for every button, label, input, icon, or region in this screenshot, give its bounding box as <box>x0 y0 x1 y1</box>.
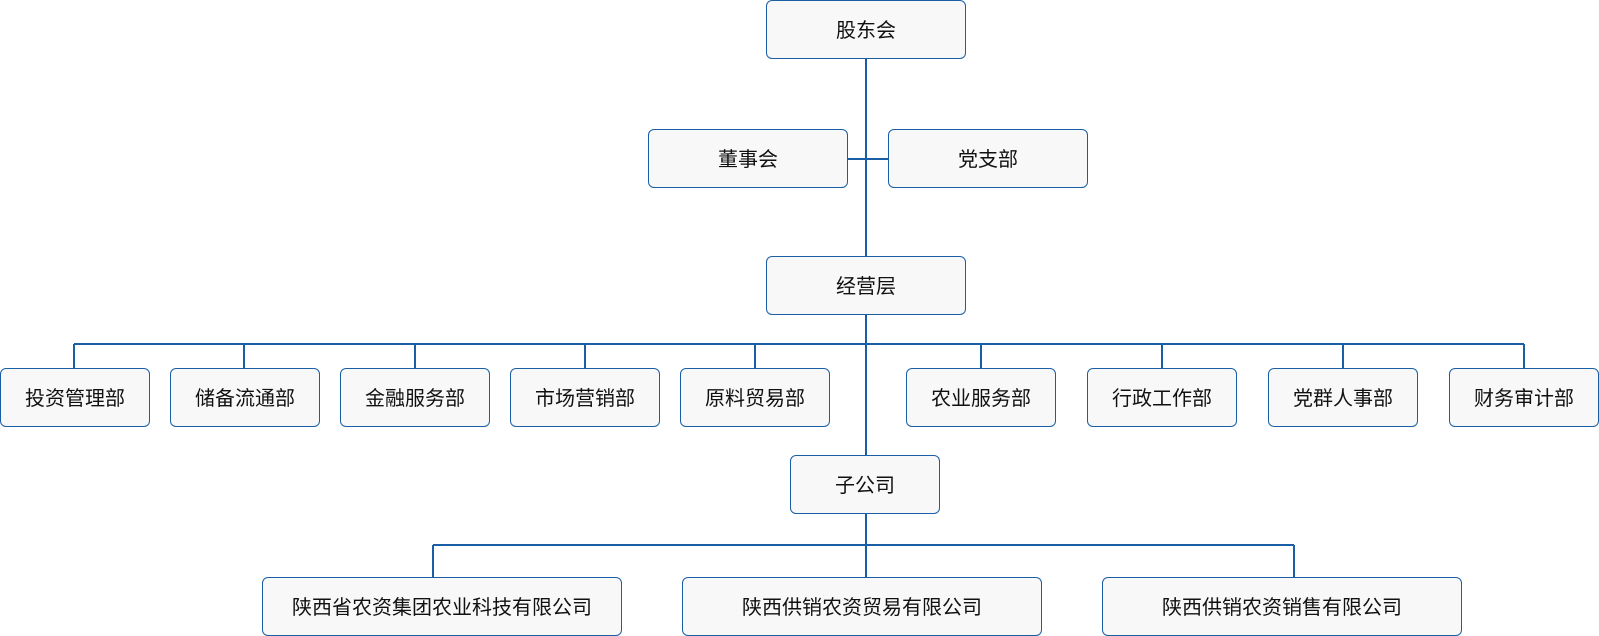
node-label: 董事会 <box>718 146 778 171</box>
node-label: 原料贸易部 <box>705 385 805 410</box>
node-label: 市场营销部 <box>535 385 635 410</box>
node-label: 子公司 <box>835 472 895 497</box>
node-label: 财务审计部 <box>1474 385 1574 410</box>
node-label: 农业服务部 <box>931 385 1031 410</box>
node-company: 陕西省农资集团农业科技有限公司 <box>262 577 622 636</box>
node-department: 储备流通部 <box>170 368 320 427</box>
node-label: 陕西供销农资销售有限公司 <box>1162 594 1402 619</box>
node-shareholders-meeting: 股东会 <box>766 0 966 59</box>
node-company: 陕西供销农资销售有限公司 <box>1102 577 1462 636</box>
node-department: 原料贸易部 <box>680 368 830 427</box>
node-label: 投资管理部 <box>25 385 125 410</box>
node-label: 储备流通部 <box>195 385 295 410</box>
node-label: 金融服务部 <box>365 385 465 410</box>
node-department: 农业服务部 <box>906 368 1056 427</box>
node-management: 经营层 <box>766 256 966 315</box>
node-company: 陕西供销农资贸易有限公司 <box>682 577 1042 636</box>
node-department: 财务审计部 <box>1449 368 1599 427</box>
node-department: 市场营销部 <box>510 368 660 427</box>
node-department: 投资管理部 <box>0 368 150 427</box>
node-board-of-directors: 董事会 <box>648 129 848 188</box>
node-label: 党支部 <box>958 146 1018 171</box>
node-department: 党群人事部 <box>1268 368 1418 427</box>
node-subsidiaries: 子公司 <box>790 455 940 514</box>
node-label: 陕西省农资集团农业科技有限公司 <box>292 594 592 619</box>
node-label: 陕西供销农资贸易有限公司 <box>742 594 982 619</box>
node-label: 经营层 <box>836 273 896 298</box>
node-label: 行政工作部 <box>1112 385 1212 410</box>
node-label: 党群人事部 <box>1293 385 1393 410</box>
node-label: 股东会 <box>836 17 896 42</box>
node-department: 行政工作部 <box>1087 368 1237 427</box>
node-department: 金融服务部 <box>340 368 490 427</box>
node-party-branch: 党支部 <box>888 129 1088 188</box>
